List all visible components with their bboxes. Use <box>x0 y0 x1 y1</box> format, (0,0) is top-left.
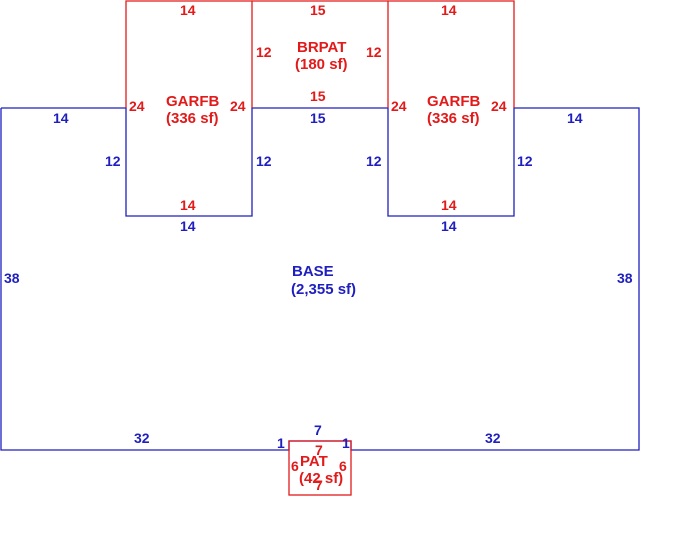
base-dim-bump-left: 1 <box>277 435 285 451</box>
patio-outline <box>288 440 352 496</box>
patio-dim-top: 7 <box>315 442 323 458</box>
patio-dim-bottom: 7 <box>315 477 323 493</box>
garage-left-dim-bottom: 14 <box>180 197 196 213</box>
garage-right-dim-right: 24 <box>491 98 507 114</box>
base-dim-bottom-right: 32 <box>485 430 501 446</box>
brick-patio-dim-right: 12 <box>366 44 382 60</box>
brick-patio-dim-bottom: 15 <box>310 88 326 104</box>
base-dim-notch-left-b: 12 <box>256 153 272 169</box>
base-dim-left: 38 <box>4 270 20 286</box>
garage-left-name-label: GARFB <box>166 93 219 110</box>
base-dim-right: 38 <box>617 270 633 286</box>
base-dim-bump-right: 1 <box>342 435 350 451</box>
base-dim-notch-left-a: 12 <box>105 153 121 169</box>
garage-left-outline <box>125 0 253 108</box>
base-dim-notch-left-bottom: 14 <box>180 218 196 234</box>
garage-left-dim-top: 14 <box>180 2 196 18</box>
garage-right-area-label: (336 sf) <box>427 110 480 127</box>
base-dim-bump-top: 7 <box>314 422 322 438</box>
base-dim-notch-right-a: 12 <box>366 153 382 169</box>
base-dim-bottom-left: 32 <box>134 430 150 446</box>
base-dim-top-left: 14 <box>53 110 69 126</box>
garage-right-outline <box>387 0 515 108</box>
patio-name-label: PAT <box>300 453 328 470</box>
base-dim-notch-right-bottom: 14 <box>441 218 457 234</box>
brick-patio-area-label: (180 sf) <box>295 56 348 73</box>
garage-left-dim-left: 24 <box>129 98 145 114</box>
brick-patio-name-label: BRPAT <box>297 39 346 56</box>
brick-patio-dim-left: 12 <box>256 44 272 60</box>
base-area-label: (2,355 sf) <box>291 281 356 298</box>
patio-area-label: (42 sf) <box>299 470 343 487</box>
base-dim-top-middle: 15 <box>310 110 326 126</box>
base-dim-top-right: 14 <box>567 110 583 126</box>
garage-left-area-label: (336 sf) <box>166 110 219 127</box>
base-name-label: BASE <box>292 263 334 280</box>
patio-dim-right: 6 <box>339 458 347 474</box>
patio-dim-left: 6 <box>291 458 299 474</box>
base-dim-notch-right-b: 12 <box>517 153 533 169</box>
garage-right-dim-bottom: 14 <box>441 197 457 213</box>
garage-right-name-label: GARFB <box>427 93 480 110</box>
garage-left-dim-right: 24 <box>230 98 246 114</box>
garage-right-dim-top: 14 <box>441 2 457 18</box>
brick-patio-dim-top: 15 <box>310 2 326 18</box>
garage-right-dim-left: 24 <box>391 98 407 114</box>
